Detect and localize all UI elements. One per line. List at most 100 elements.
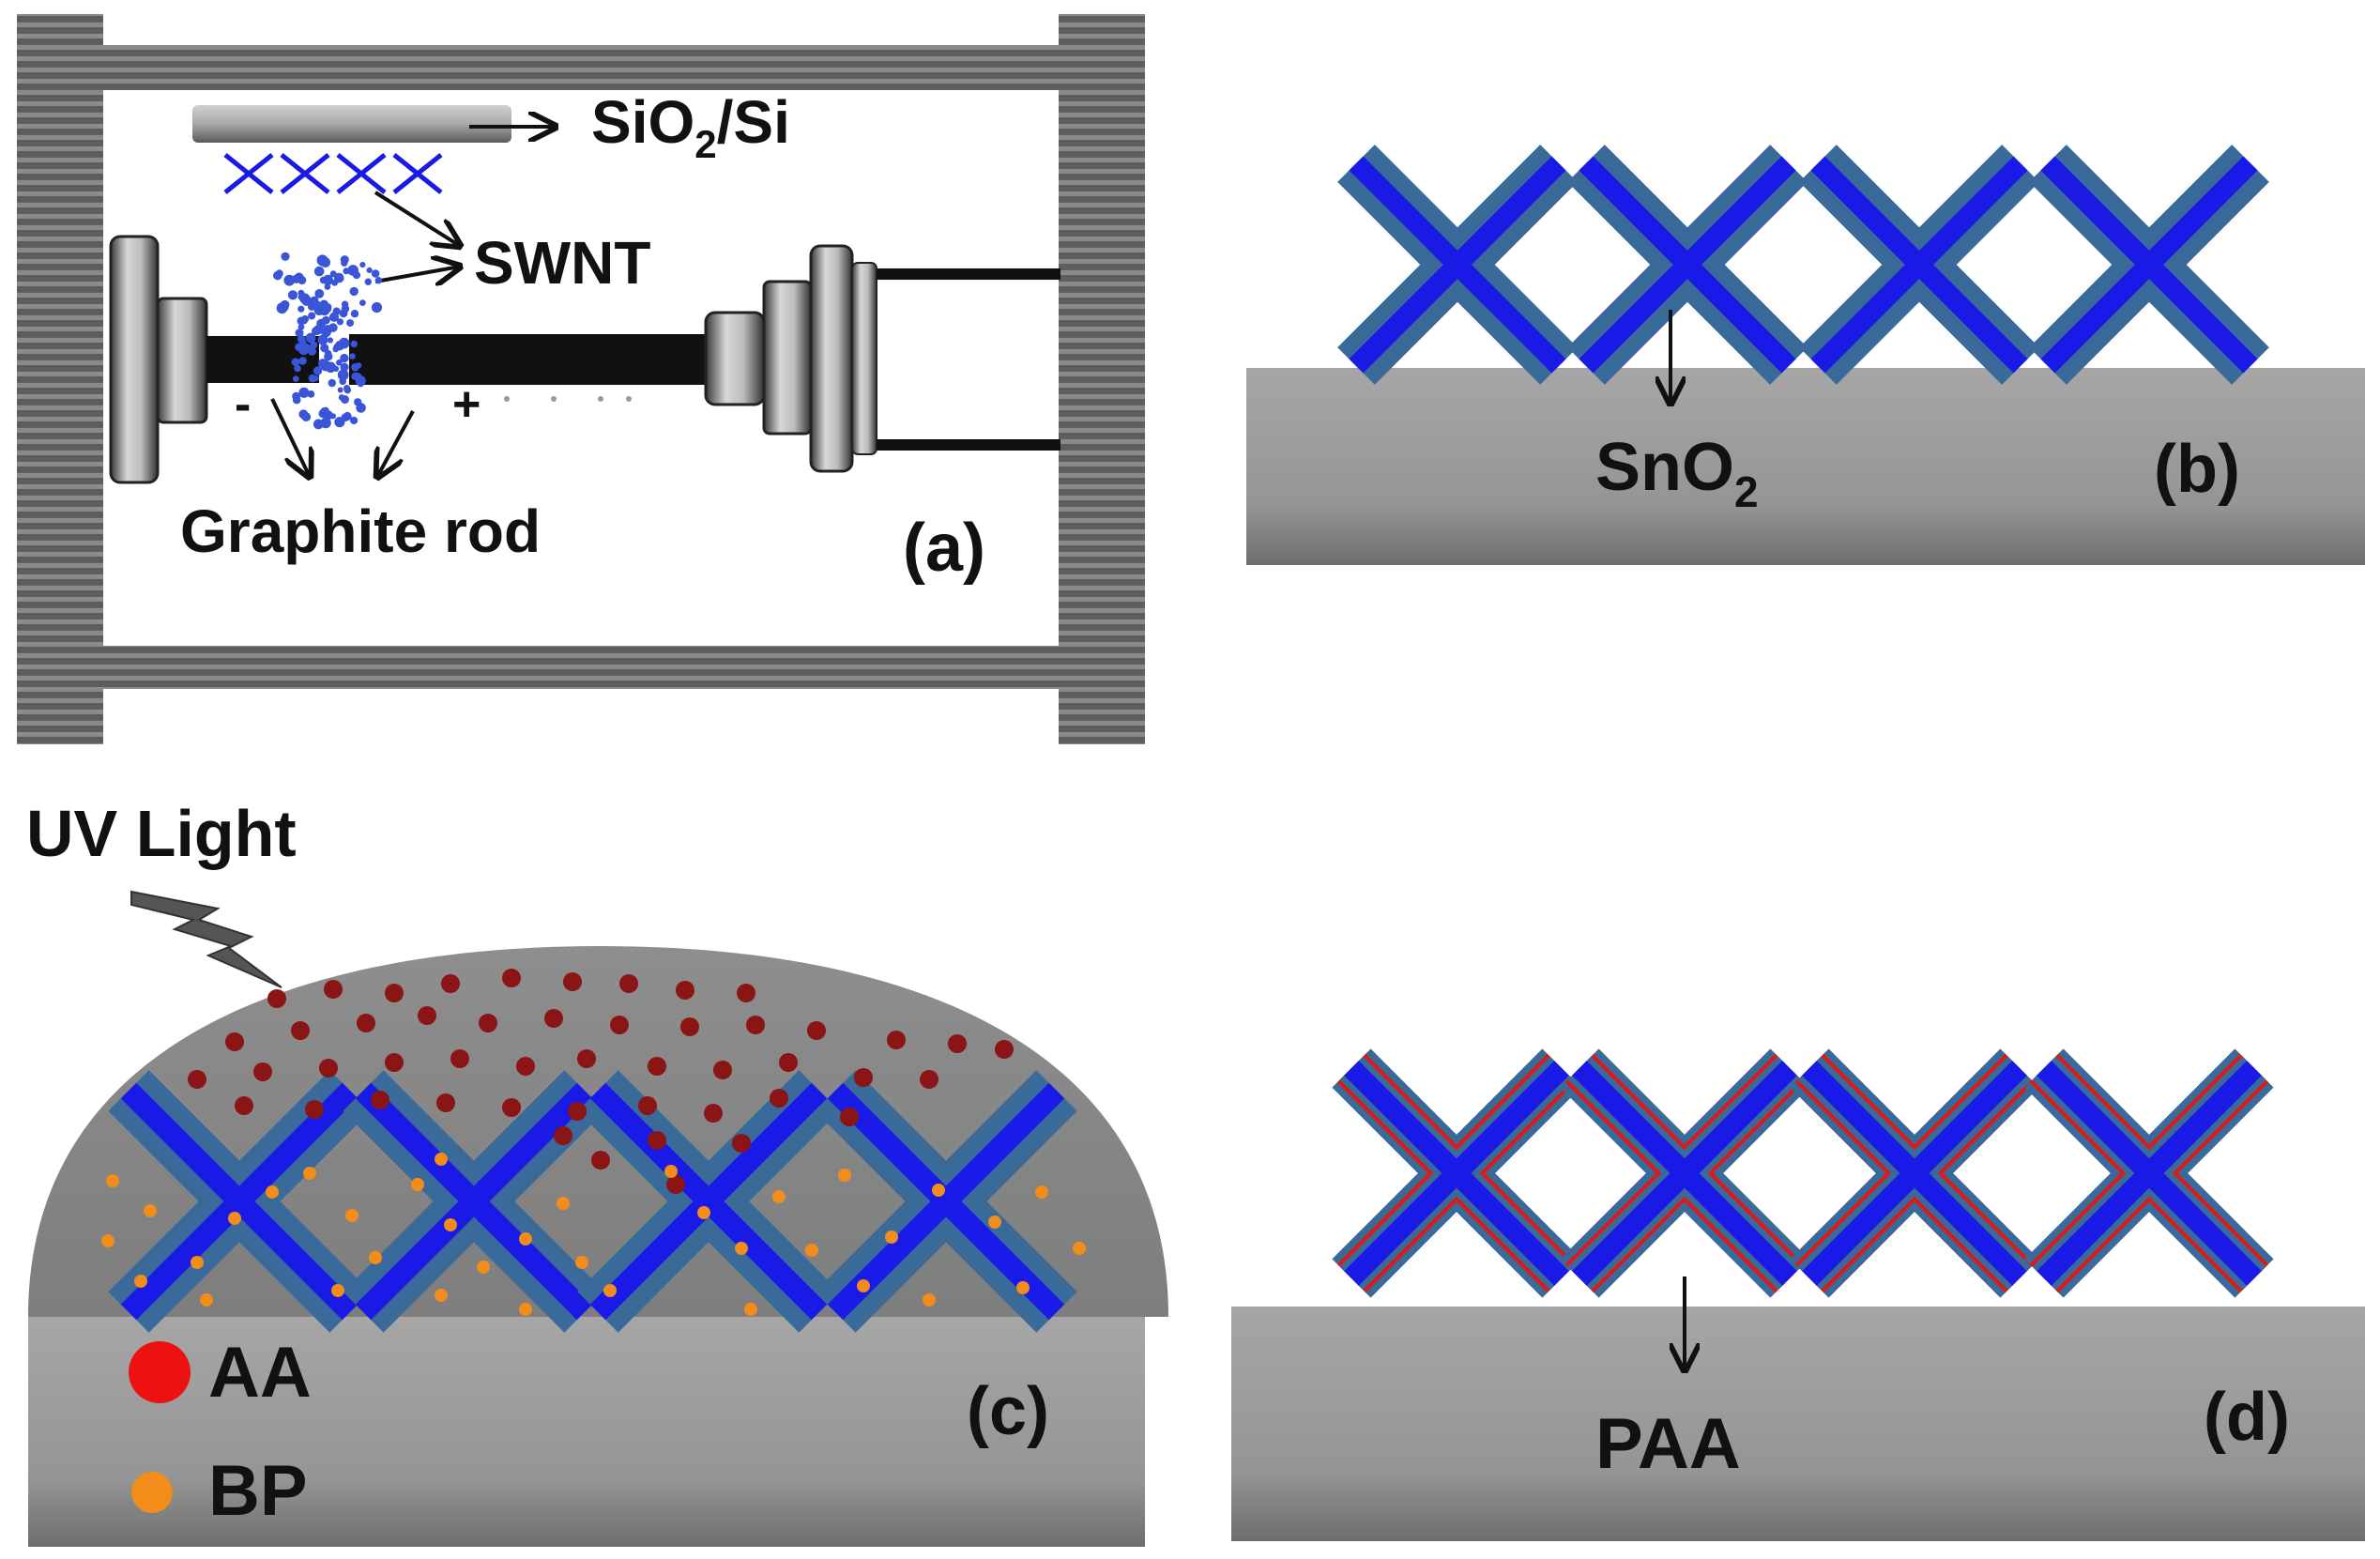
swnt-bundle-core (827, 1082, 1065, 1321)
soot-particle (337, 369, 349, 381)
soot-particle (313, 419, 324, 430)
aa-dot (371, 1091, 389, 1109)
swnt-bundle-core (120, 1082, 359, 1321)
panel-b: SnO2 (b) (1246, 145, 2365, 565)
bp-dot (200, 1293, 213, 1307)
soot-particle (338, 394, 345, 401)
aa-dot (770, 1089, 788, 1108)
aa-dot (324, 980, 343, 999)
bp-dot (932, 1184, 945, 1197)
soot-particle (343, 385, 351, 392)
soot-particle (341, 259, 348, 267)
soot-particle (322, 406, 329, 414)
swnt-bundle-core (1579, 156, 1796, 374)
panel-d: PAA (d) (1231, 1048, 2365, 1541)
soot-particle (327, 337, 333, 344)
chamber-wall-left (17, 14, 103, 744)
soot-particle (305, 332, 316, 344)
graphite-rod-label: Graphite rod (180, 497, 541, 565)
bp-dot (735, 1242, 748, 1255)
aa-dot (666, 1175, 685, 1194)
bp-dot (1035, 1185, 1048, 1199)
soot-particle (340, 353, 349, 363)
soot-particle (356, 362, 362, 369)
soot-particle (371, 269, 380, 278)
swnt-cross (2024, 1048, 2274, 1298)
substrate-d (1231, 1307, 2365, 1541)
soot-particle (314, 289, 325, 298)
soot-particle (282, 303, 289, 312)
soot-particle (341, 304, 350, 313)
bp-dot (477, 1261, 490, 1274)
swnt-cross (1337, 145, 1578, 385)
chamber-wall-bottom (103, 646, 1059, 689)
soot-particle (350, 310, 359, 318)
bp-initiator-dots (101, 1153, 1086, 1316)
swnt-bundle-core (1810, 156, 2028, 374)
aa-dot (235, 1096, 253, 1115)
bp-dot (345, 1209, 359, 1222)
soot-particle (308, 302, 316, 311)
soot-particle (347, 265, 359, 276)
soot-particle (310, 296, 319, 305)
bp-dot (838, 1169, 851, 1182)
soot-particle (336, 359, 343, 366)
aa-dot (479, 1014, 497, 1032)
aa-dot (638, 1096, 657, 1115)
swnt-cross (1567, 145, 1808, 385)
soot-particle (313, 266, 325, 277)
aa-dot (267, 989, 286, 1008)
swnt-bundle-core (589, 1082, 828, 1321)
swnt-small-cross (336, 153, 387, 194)
panel-c: UV Light AA BP (c) (26, 797, 1168, 1547)
soot-particle (340, 362, 349, 372)
bp-dot (557, 1197, 570, 1210)
soot-particle (294, 272, 304, 283)
swnt-cross (1790, 1048, 2039, 1298)
bp-dot (369, 1251, 382, 1264)
soot-particle (299, 339, 307, 345)
swnt-label: SWNT (474, 229, 650, 297)
aa-dot (676, 981, 694, 1000)
swnt-cross (1799, 145, 2039, 385)
soot-particle (313, 366, 323, 375)
aa-dot (577, 1049, 596, 1068)
aa-dot (779, 1053, 798, 1072)
aa-dot (648, 1131, 666, 1150)
soot-particle (349, 353, 356, 359)
aa-dot (648, 1057, 666, 1076)
swnt-bundle-core (1572, 1061, 1797, 1286)
aa-dot (502, 969, 521, 987)
soot-particle (292, 395, 301, 405)
aa-dot (436, 1093, 455, 1112)
soot-particle (291, 358, 300, 367)
swnt-bundle-core (2040, 156, 2258, 374)
soot-particle (334, 417, 345, 428)
bp-dot (923, 1293, 936, 1307)
soot-particle (298, 324, 305, 330)
swnt-crosses-d (1332, 1048, 2274, 1298)
bp-dot (331, 1284, 344, 1297)
legend-aa-marker (129, 1341, 191, 1403)
aa-dot (385, 984, 404, 1002)
right-flange-cap (851, 262, 877, 455)
right-coupler (704, 311, 766, 406)
swnt-cross (1332, 1048, 1581, 1298)
bp-dot (805, 1244, 818, 1257)
aa-dot (713, 1061, 732, 1079)
soot-particle (359, 262, 366, 268)
soot-particle (312, 327, 321, 336)
soot-particle (295, 329, 304, 338)
soot-particle (273, 270, 282, 281)
soot-particle (371, 302, 383, 313)
bp-dot (1016, 1281, 1030, 1294)
aa-dot (995, 1040, 1014, 1059)
swnt-cross (577, 1070, 840, 1333)
sio2-substrate-plate (192, 105, 511, 143)
aa-dot (807, 1021, 826, 1040)
minus-sign: - (235, 377, 251, 432)
soot-particle (301, 412, 312, 422)
soot-particle (350, 340, 358, 348)
swnt-small-cross (392, 153, 443, 194)
soot-particle (298, 357, 307, 365)
